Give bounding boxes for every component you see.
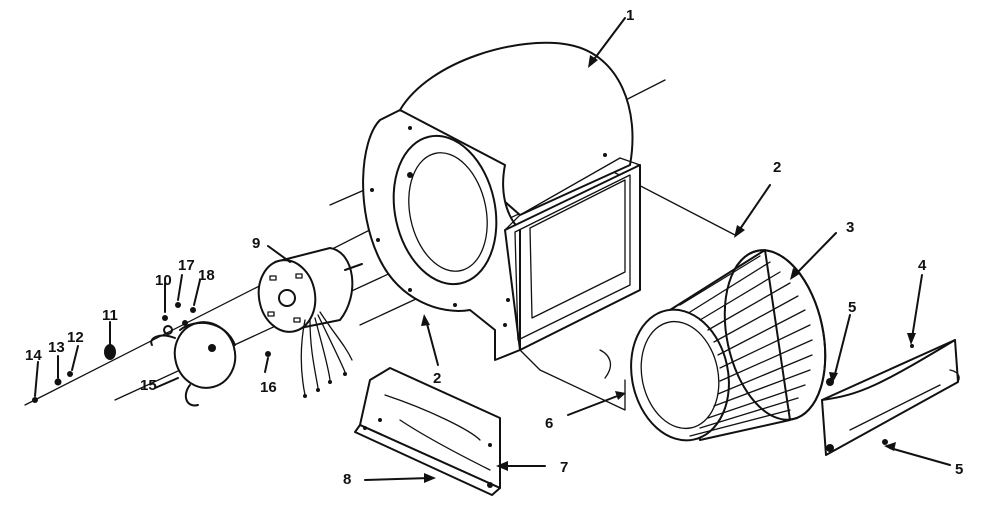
blower-housing	[362, 41, 641, 411]
callout-11: 11	[102, 307, 118, 324]
callout-10: 10	[155, 272, 172, 289]
callout-leaders	[34, 17, 951, 483]
callout-18: 18	[198, 267, 215, 284]
callout-14: 14	[25, 347, 42, 364]
callout-17: 17	[178, 257, 195, 274]
callout-2-bottom: 2	[433, 370, 441, 387]
support-bracket	[354, 367, 501, 496]
callout-3: 3	[846, 219, 854, 236]
callout-15: 15	[140, 377, 157, 394]
callout-2-top: 2	[773, 159, 781, 176]
callout-8: 8	[343, 471, 351, 488]
callout-5-top: 5	[848, 299, 856, 316]
blower-motor	[257, 247, 363, 398]
callout-7: 7	[560, 459, 568, 476]
callout-6: 6	[545, 415, 553, 432]
cutoff-plate	[821, 339, 960, 456]
callout-1: 1	[626, 7, 634, 24]
mounting-hardware	[32, 302, 271, 403]
callout-12: 12	[67, 329, 84, 346]
callout-9: 9	[252, 235, 260, 252]
callout-5-bottom: 5	[955, 461, 963, 478]
callout-16: 16	[260, 379, 277, 396]
motor-mount-band	[150, 320, 237, 407]
callout-4: 4	[918, 257, 927, 274]
callout-13: 13	[48, 339, 65, 356]
callout-labels: 1 2 2 3 4 5 5 6 7 8 9 10 11 12 13 14 15 …	[25, 7, 963, 488]
blower-wheel	[630, 249, 827, 442]
